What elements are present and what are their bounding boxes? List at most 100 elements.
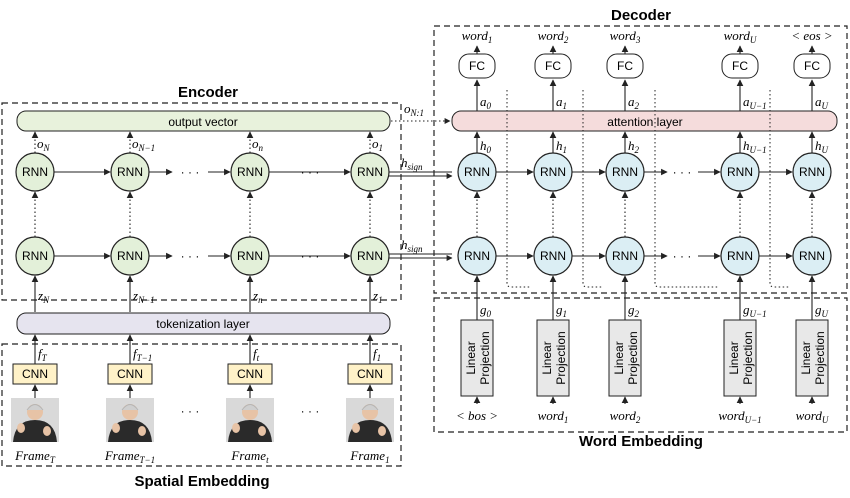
g-label-0-sub: 0 — [487, 309, 492, 319]
hsign-bottom-arrow — [382, 253, 453, 261]
encoder-output-label-0-base: o — [37, 136, 44, 151]
decoder-rnn-bottom-1-label: RNN — [540, 249, 566, 263]
g-label-4-base: g — [815, 302, 822, 317]
fc-label-3: FC — [732, 59, 748, 73]
a-label-0: a0 — [480, 94, 492, 111]
encoder-output-label-1-sub: N−1 — [138, 143, 156, 153]
input-word-4-base: word — [796, 408, 823, 423]
frame-label-2-sub: t — [266, 455, 269, 465]
encoder-rnn-top-1-label: RNN — [117, 165, 143, 179]
f-label-2: ft — [253, 346, 260, 363]
linear-projection-label-2: LinearProjection — [612, 331, 640, 384]
cnn-label-3: CNN — [357, 367, 383, 381]
linear-projection-2 — [608, 319, 642, 397]
word-embedding-title: Word Embedding — [579, 433, 703, 450]
encoder-rnn-bottom-0-label: RNN — [22, 249, 48, 263]
input-word-2: word2 — [610, 408, 641, 425]
output-word-3-sub: U — [750, 35, 757, 45]
output-word-0-sub: 1 — [488, 35, 493, 45]
output-word-2-base: word — [610, 28, 637, 43]
f-label-0-base: f — [38, 346, 44, 361]
a-label-2-sub: 2 — [635, 101, 640, 111]
h-label-0: h0 — [480, 138, 492, 155]
encoder-output-label-0-sub: N — [43, 143, 51, 153]
g-label-0: g0 — [480, 302, 492, 319]
h-label-2: h2 — [628, 138, 640, 155]
decoder-rnn-top-0-label: RNN — [464, 165, 490, 179]
linear-projection-line1-2: Linear — [612, 341, 626, 374]
a-label-4-sub: U — [822, 101, 829, 111]
tokenization-layer-block — [16, 312, 391, 335]
g-label-4: gU — [815, 302, 829, 319]
input-word-3-sub: U−1 — [745, 415, 762, 425]
encoder-output-label-2: on — [252, 136, 264, 153]
encoder-top-ellipsis: · · · — [181, 165, 200, 179]
linear-projection-line2-0: Projection — [478, 331, 492, 384]
z-label-2-sub: n — [258, 295, 263, 305]
decoder-rnn-bottom-0-label: RNN — [464, 249, 490, 263]
f-label-1-base: f — [133, 346, 139, 361]
a-label-1: a1 — [556, 94, 567, 111]
spatial-embedding-frame — [1, 343, 402, 467]
g-label-3-sub: U−1 — [750, 309, 767, 319]
encoder-top-ellipsis-2: · · · — [301, 165, 320, 179]
output-word-0-base: word — [462, 28, 489, 43]
frame-label-2-base: Frame — [230, 448, 266, 463]
linear-projection-1 — [536, 319, 570, 397]
a-label-2: a2 — [628, 94, 640, 111]
f-label-2-sub: t — [257, 353, 260, 363]
z-label-1: zN−1 — [132, 288, 155, 305]
hsign-top-arrow — [382, 171, 453, 179]
output-word-1-base: word — [538, 28, 565, 43]
f-label-3: f1 — [373, 346, 381, 363]
frame-label-3-base: Frame — [349, 448, 385, 463]
a-label-3-sub: U−1 — [750, 101, 767, 111]
h-label-1-sub: 1 — [563, 145, 568, 155]
h-label-0-sub: 0 — [487, 145, 492, 155]
input-word-3-base: word — [718, 408, 745, 423]
encoder-bottom-ellipsis-2: · · · — [301, 249, 320, 263]
z-label-0-sub: N — [42, 295, 50, 305]
frame-thumbnail-0 — [11, 398, 59, 442]
a-label-1-sub: 1 — [563, 101, 568, 111]
linear-projection-label-3: LinearProjection — [727, 331, 755, 384]
feedback-dotted-1 — [582, 90, 603, 288]
z-label-0-base: z — [37, 288, 43, 303]
word-embedding-frame — [433, 297, 848, 433]
cnn-label-0: CNN — [22, 367, 48, 381]
h-label-1: h1 — [556, 138, 567, 155]
frame-thumbnail-1 — [106, 398, 154, 442]
decoder-rnn-bottom-2-label: RNN — [612, 249, 638, 263]
linear-projection-line1-3: Linear — [727, 341, 741, 374]
a-label-3: aU−1 — [743, 94, 767, 111]
encoder-rnn-bottom-3-label: RNN — [357, 249, 383, 263]
decoder-top-ellipsis: · · · — [673, 165, 692, 179]
cnn-label-2: CNN — [237, 367, 263, 381]
output-vector-label: output vector — [168, 115, 237, 129]
input-word-0: < bos > — [456, 408, 498, 423]
z-label-3-base: z — [372, 288, 378, 303]
output-word-3: wordU — [724, 28, 757, 45]
g-label-3: gU−1 — [743, 302, 767, 319]
input-word-3: wordU−1 — [718, 408, 761, 425]
attention-layer-block — [451, 110, 838, 132]
a-label-4: aU — [815, 94, 829, 111]
output-word-1: word2 — [538, 28, 569, 45]
f-label-0-sub: T — [42, 353, 48, 363]
f-label-3-sub: 1 — [377, 353, 382, 363]
z-label-2-base: z — [252, 288, 258, 303]
decoder-rnn-bottom-3-label: RNN — [727, 249, 753, 263]
output-word-4: < eos > — [791, 28, 832, 43]
hsign-bottom-label: hsign — [401, 237, 423, 254]
frame-thumbnail-3 — [346, 398, 394, 442]
z-label-0: zN — [37, 288, 50, 305]
encoder-title: Encoder — [178, 84, 238, 101]
f-label-1-sub: T−1 — [137, 353, 153, 363]
encoder-bottom-ellipsis: · · · — [181, 249, 200, 263]
tokenization-layer-label: tokenization layer — [156, 317, 249, 331]
h-label-2-base: h — [628, 138, 635, 153]
diagram-nodes: RNNRNNoNzNCNNfTFrameTRNNRNNoN−1zN−1CNNfT… — [11, 28, 833, 465]
output-word-4-base: < eos > — [791, 28, 832, 43]
fc-label-1: FC — [545, 59, 561, 73]
